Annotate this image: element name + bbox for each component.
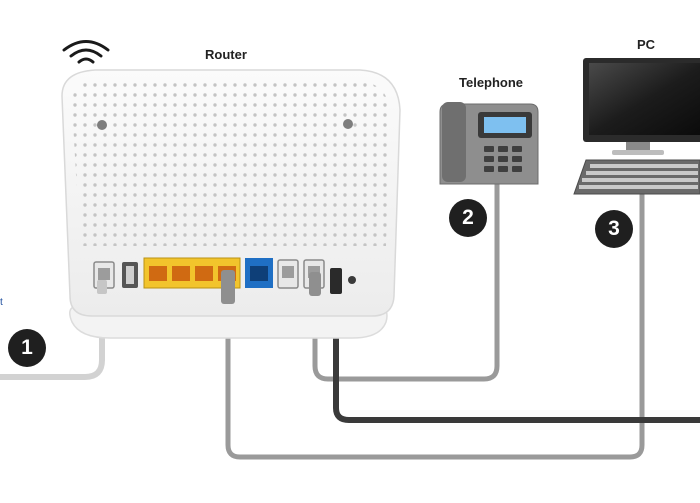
pc-device [573,58,700,195]
pc-label: PC [637,37,656,52]
reset-button [348,276,356,284]
phone-handset [442,102,466,182]
wifi-icon [62,40,110,64]
lan-port-2 [172,266,190,281]
monitor-stand [626,142,650,152]
cut-off-edge-text: t [0,297,3,308]
cables [0,180,700,460]
phone-plug [309,272,321,296]
dsl-cable [0,289,105,380]
step-1-badge: 1 [8,329,46,367]
step-3-badge: 3 [595,210,633,248]
telephone-label: Telephone [459,75,524,90]
telephone-device [439,102,539,185]
lan-port-1 [149,266,167,281]
step-2-badge: 2 [449,199,487,237]
lan-plug [221,270,235,304]
router-vent-grid [72,80,390,246]
dsl-plug [97,280,107,294]
power-jack [330,268,342,294]
router-label: Router [205,47,247,62]
lan-port-3 [195,266,213,281]
router-device [61,69,401,339]
router-screw-left [97,120,107,130]
power-cable [333,296,700,423]
lan-cable-to-pc [225,192,645,460]
monitor-screen [589,63,700,135]
phone-cable [312,180,500,382]
phone-keypad [484,146,522,172]
keyboard-keys [579,164,698,189]
router-screw-right [343,119,353,129]
